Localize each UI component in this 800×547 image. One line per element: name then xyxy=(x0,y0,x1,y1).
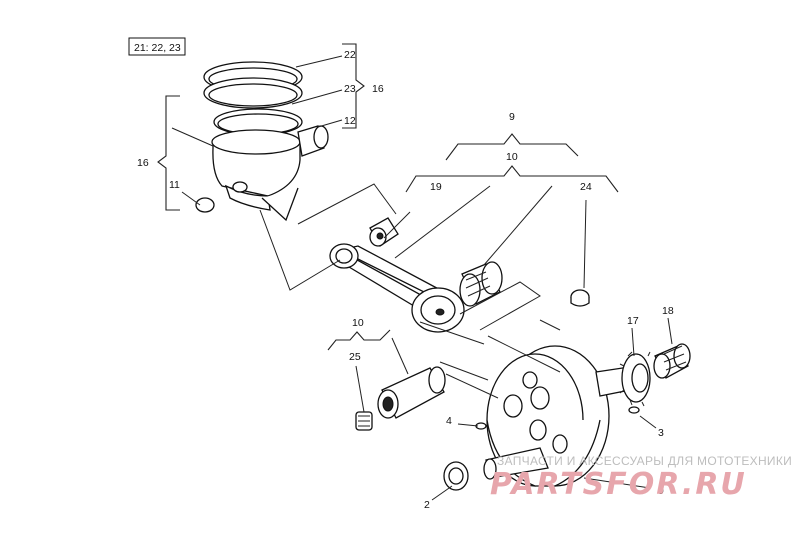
part-labels: 22 23 16 12 16 11 9 10 19 24 10 25 17 18… xyxy=(137,49,674,511)
small-end-bearing xyxy=(369,217,399,247)
label-18: 18 xyxy=(662,305,674,317)
reference-box-text: 21: 22, 23 xyxy=(134,42,181,54)
thrust-washer xyxy=(570,289,590,307)
big-end-bearing xyxy=(459,261,503,307)
label-10-left: 10 xyxy=(352,317,364,329)
brace-16-left xyxy=(157,95,180,211)
label-16-right: 16 xyxy=(372,83,384,95)
main-shaft-left xyxy=(483,447,549,480)
label-9-bottom: 9 xyxy=(658,485,664,497)
brace-10-left xyxy=(327,329,391,351)
label-25: 25 xyxy=(349,351,361,363)
label-12: 12 xyxy=(344,115,356,127)
label-4: 4 xyxy=(446,415,452,427)
spring-bearing xyxy=(653,343,691,379)
label-24: 24 xyxy=(580,181,592,193)
label-19: 19 xyxy=(430,181,442,193)
circlip xyxy=(195,197,215,213)
watermark: ЗАПЧАСТИ И АКСЕССУАРЫ ДЛЯ МОТОТЕХНИКИ PA… xyxy=(490,454,792,502)
label-22: 22 xyxy=(344,49,356,61)
needle-roller xyxy=(355,411,373,431)
label-10-top: 10 xyxy=(506,151,518,163)
crank-pin xyxy=(377,366,446,419)
watermark-brand: PARTSFOR.RU xyxy=(490,467,747,502)
label-17: 17 xyxy=(627,315,639,327)
brace-16-right xyxy=(342,43,365,129)
label-3: 3 xyxy=(658,427,664,439)
label-16-left: 16 xyxy=(137,157,149,169)
shim-washer xyxy=(443,461,469,491)
label-2: 2 xyxy=(424,499,430,511)
piston-ring-lower xyxy=(213,108,303,136)
leader-lines xyxy=(171,55,673,501)
brace-10-top xyxy=(405,165,619,193)
label-23: 23 xyxy=(344,83,356,95)
connecting-rod xyxy=(329,243,465,333)
watermark-caption: ЗАПЧАСТИ И АКСЕССУАРЫ ДЛЯ МОТОТЕХНИКИ xyxy=(497,454,792,468)
piston-pin xyxy=(297,125,329,157)
brace-9 xyxy=(445,133,579,161)
reference-box: 21: 22, 23 xyxy=(128,37,186,56)
drive-sprocket xyxy=(619,351,651,407)
label-11: 11 xyxy=(169,179,180,191)
piston xyxy=(211,129,301,222)
label-9-top: 9 xyxy=(509,111,515,123)
piston-ring-top xyxy=(203,61,303,109)
woodruff-key-right xyxy=(628,406,640,414)
